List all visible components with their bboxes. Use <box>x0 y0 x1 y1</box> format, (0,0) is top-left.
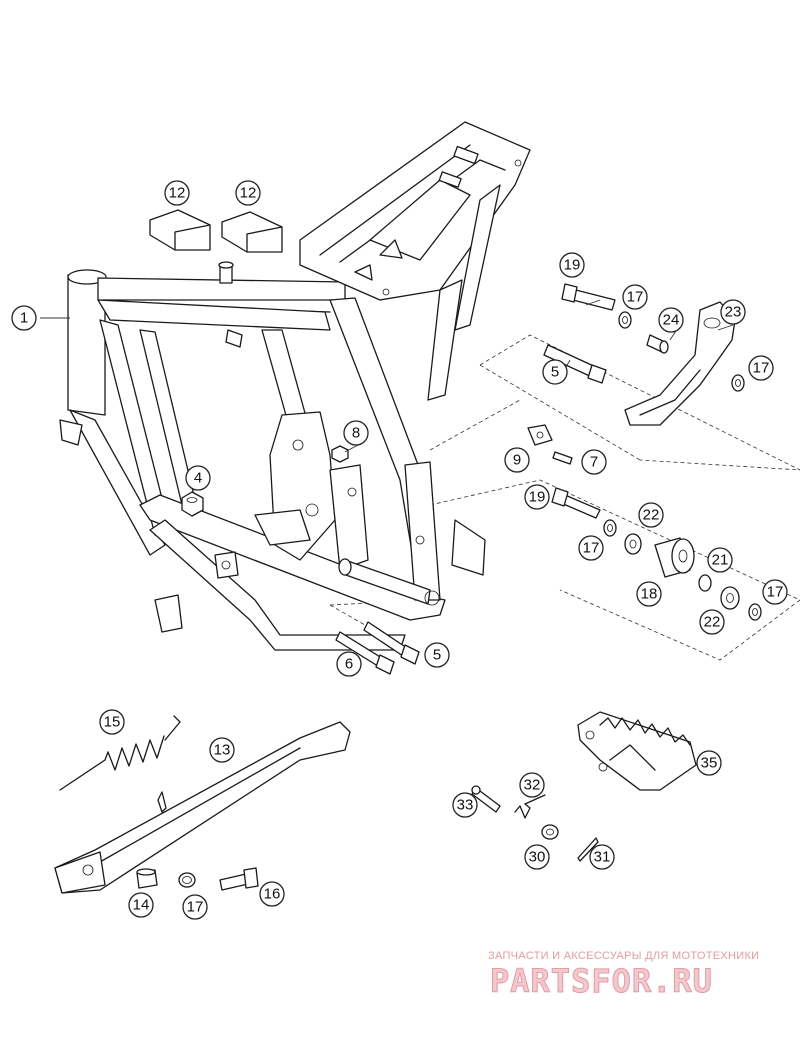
callout-5-lower-number: 5 <box>433 647 441 664</box>
pad-parts <box>149 209 283 253</box>
callout-13: 13 <box>209 737 235 763</box>
callout-17-c-number: 17 <box>583 540 600 557</box>
callout-22-lower-number: 22 <box>704 614 721 631</box>
callout-15-number: 15 <box>104 714 121 731</box>
callout-5-lower: 5 <box>424 642 450 668</box>
callout-24-number: 24 <box>663 312 680 329</box>
callout-12-right: 12 <box>235 180 261 206</box>
frame <box>59 261 486 651</box>
callout-17-b: 17 <box>748 355 774 381</box>
callouts: 1 4 5 5 6 7 8 9 12 12 13 14 15 16 17 17 … <box>11 180 788 920</box>
callout-35: 35 <box>696 750 722 776</box>
callout-8-number: 8 <box>352 425 360 442</box>
callout-16-number: 16 <box>264 886 281 903</box>
callout-4: 4 <box>185 465 211 491</box>
side-stand <box>54 715 351 894</box>
callout-7-number: 7 <box>590 454 598 471</box>
callout-18-number: 18 <box>641 586 658 603</box>
callout-5-upper-number: 5 <box>551 364 559 381</box>
rear-subframe <box>299 121 531 401</box>
callout-7: 7 <box>581 449 607 475</box>
callout-5-upper: 5 <box>542 359 568 385</box>
callout-13-number: 13 <box>214 742 231 759</box>
callout-33: 33 <box>452 792 478 818</box>
callout-32-number: 32 <box>524 777 541 794</box>
callout-17-d-number: 17 <box>767 584 784 601</box>
callout-12-left-number: 12 <box>169 185 186 202</box>
callout-17-e-number: 17 <box>187 899 204 916</box>
callout-33-number: 33 <box>457 797 474 814</box>
callout-14: 14 <box>128 892 154 918</box>
callout-17-a-number: 17 <box>627 289 644 306</box>
callout-6-number: 6 <box>345 656 353 673</box>
callout-22-upper-number: 22 <box>643 507 660 524</box>
callout-9-number: 9 <box>513 452 521 469</box>
callout-22-upper: 22 <box>638 502 664 528</box>
callout-22-lower: 22 <box>699 609 725 635</box>
callout-17-a: 17 <box>622 284 648 310</box>
callout-12-right-number: 12 <box>240 185 257 202</box>
callout-15: 15 <box>99 709 125 735</box>
callout-30-number: 30 <box>529 849 546 866</box>
callout-17-d: 17 <box>762 579 788 605</box>
callout-1-number: 1 <box>20 310 28 327</box>
footpeg <box>471 711 697 862</box>
callout-31-number: 31 <box>594 849 611 866</box>
callout-21-number: 21 <box>712 552 729 569</box>
callout-21: 21 <box>707 547 733 573</box>
callout-23: 23 <box>720 299 746 325</box>
watermark-logo: PARTSFOR.RU <box>490 962 713 1001</box>
callout-19-upper: 19 <box>559 252 585 278</box>
callout-6: 6 <box>336 651 362 677</box>
callout-17-e: 17 <box>182 894 208 920</box>
callout-18: 18 <box>636 581 662 607</box>
callout-14-number: 14 <box>133 897 150 914</box>
callout-24: 24 <box>658 307 684 333</box>
callout-8: 8 <box>343 420 369 446</box>
callout-19-upper-number: 19 <box>564 257 581 274</box>
callout-1: 1 <box>11 305 37 331</box>
hardware <box>178 283 762 888</box>
callout-30: 30 <box>524 844 550 870</box>
callout-16: 16 <box>259 881 285 907</box>
callout-12-left: 12 <box>164 180 190 206</box>
callout-4-number: 4 <box>194 470 202 487</box>
callout-17-c: 17 <box>578 535 604 561</box>
watermark-caption: ЗАПЧАСТИ И АКСЕССУАРЫ ДЛЯ МОТОТЕХНИКИ <box>488 950 760 962</box>
callout-35-number: 35 <box>701 755 718 772</box>
callout-19-lower-number: 19 <box>529 489 546 506</box>
callout-32: 32 <box>519 772 545 798</box>
callout-19-lower: 19 <box>524 484 550 510</box>
callout-23-number: 23 <box>725 304 742 321</box>
callout-17-b-number: 17 <box>753 360 770 377</box>
callout-31: 31 <box>589 844 615 870</box>
callout-9: 9 <box>504 447 530 473</box>
